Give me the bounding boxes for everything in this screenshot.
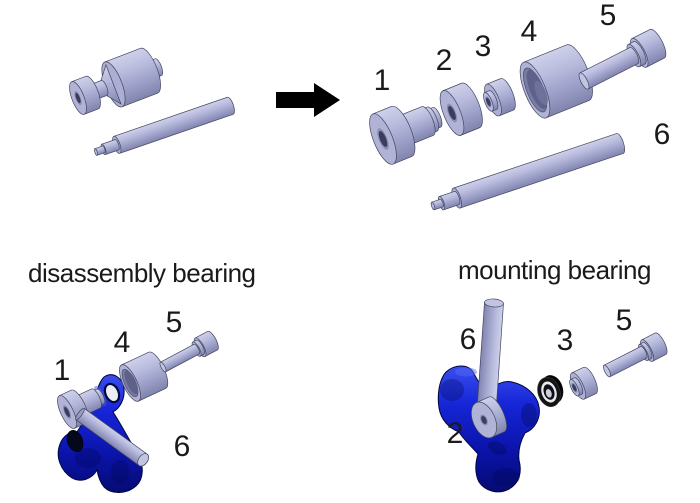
disassembly-part-4 xyxy=(119,351,169,402)
disassembly-title: disassembly bearing xyxy=(28,258,256,288)
disassembly-part-label-4: 4 xyxy=(113,326,131,359)
exploded-part-3 xyxy=(483,78,516,117)
bracket-bore-hole xyxy=(66,430,84,452)
mounting-part-label-2: 2 xyxy=(446,417,464,450)
exploded-part-label-4: 4 xyxy=(520,15,538,48)
exploded-part-6 xyxy=(430,133,625,211)
exploded-part-label-3: 3 xyxy=(474,30,492,63)
mounting-part-label-3: 3 xyxy=(556,324,574,357)
exploded-part-label-2: 2 xyxy=(435,44,453,77)
right-arrow-icon xyxy=(276,83,340,117)
mounting-part-2 xyxy=(470,396,507,439)
disassembly-part-5 xyxy=(159,330,219,373)
disassembly-part-label-1: 1 xyxy=(53,354,71,387)
exploded-part-2 xyxy=(439,82,483,136)
mounting-part-5 xyxy=(603,332,668,378)
mounting-title: mounting bearing xyxy=(458,255,651,285)
exploded-part-1 xyxy=(369,105,443,165)
exploded-part-4 xyxy=(519,44,593,119)
exploded-part-5 xyxy=(578,28,667,90)
mounting-part-label-6: 6 xyxy=(459,323,477,356)
exploded-part-label-1: 1 xyxy=(373,64,391,97)
assembled-tool xyxy=(69,47,164,115)
disassembly-part-6 xyxy=(75,407,149,467)
bracket-ear-hole xyxy=(103,382,121,404)
disassembly-part-label-5: 5 xyxy=(165,306,183,339)
assembled-tool-rod xyxy=(94,96,235,156)
exploded-part-label-5: 5 xyxy=(599,0,617,32)
mounting-part-label-5: 5 xyxy=(615,304,633,337)
mounting-bearing-seal-ring xyxy=(537,375,564,407)
mounting-part-3 xyxy=(569,366,598,400)
disassembly-part-label-6: 6 xyxy=(173,430,191,463)
exploded-part-label-6: 6 xyxy=(653,118,671,151)
